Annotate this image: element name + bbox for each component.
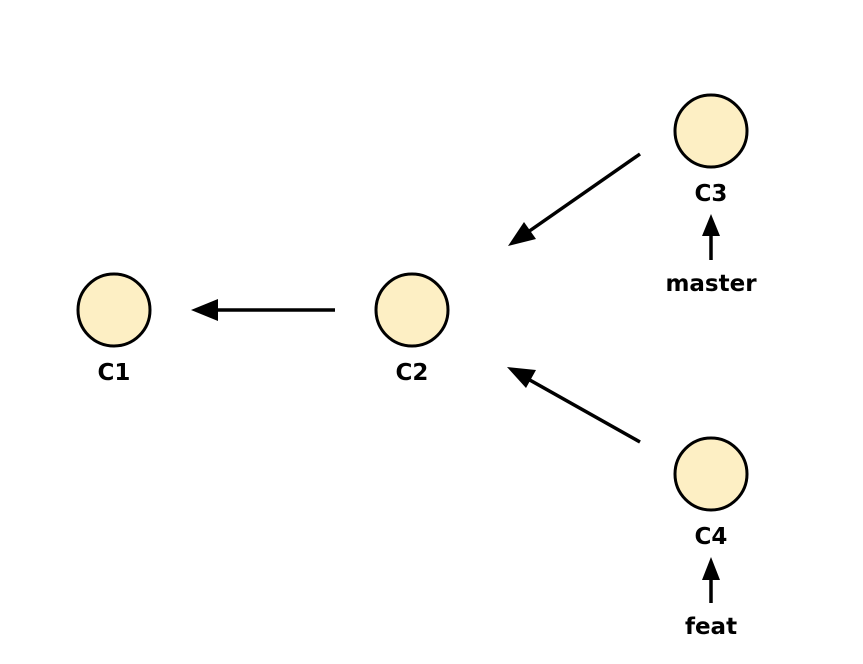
edge-c3-to-c2-line	[526, 152, 642, 234]
commit-c3-circle	[673, 93, 749, 169]
commit-c2-label: C2	[396, 360, 429, 386]
commit-c4-label: C4	[695, 524, 728, 550]
edge-c4-to-c2-arrowhead	[507, 367, 536, 388]
commit-c1-circle	[76, 272, 152, 348]
commit-c2: C2	[374, 272, 450, 386]
commit-c1-label: C1	[98, 360, 131, 386]
branch-master-arrowhead	[702, 214, 720, 236]
branch-master: master	[665, 214, 757, 297]
commit-c3: C3	[673, 93, 749, 207]
edge-c3-to-c2-arrowhead	[508, 222, 536, 246]
edge-c3-to-c2	[508, 152, 642, 246]
branch-feat-label: feat	[685, 614, 737, 640]
edge-c4-to-c2-line	[527, 377, 641, 444]
edge-c4-to-c2	[507, 367, 641, 444]
commit-c3-label: C3	[695, 181, 728, 207]
commit-c1: C1	[76, 272, 152, 386]
branch-feat: feat	[685, 557, 737, 640]
commit-c2-circle	[374, 272, 450, 348]
commit-c4-circle	[673, 436, 749, 512]
commit-c4: C4	[673, 436, 749, 550]
branch-feat-arrowhead	[702, 557, 720, 580]
edge-c2-to-c1	[191, 299, 335, 321]
branch-master-label: master	[665, 271, 757, 297]
edge-c2-to-c1-arrowhead	[191, 299, 218, 321]
